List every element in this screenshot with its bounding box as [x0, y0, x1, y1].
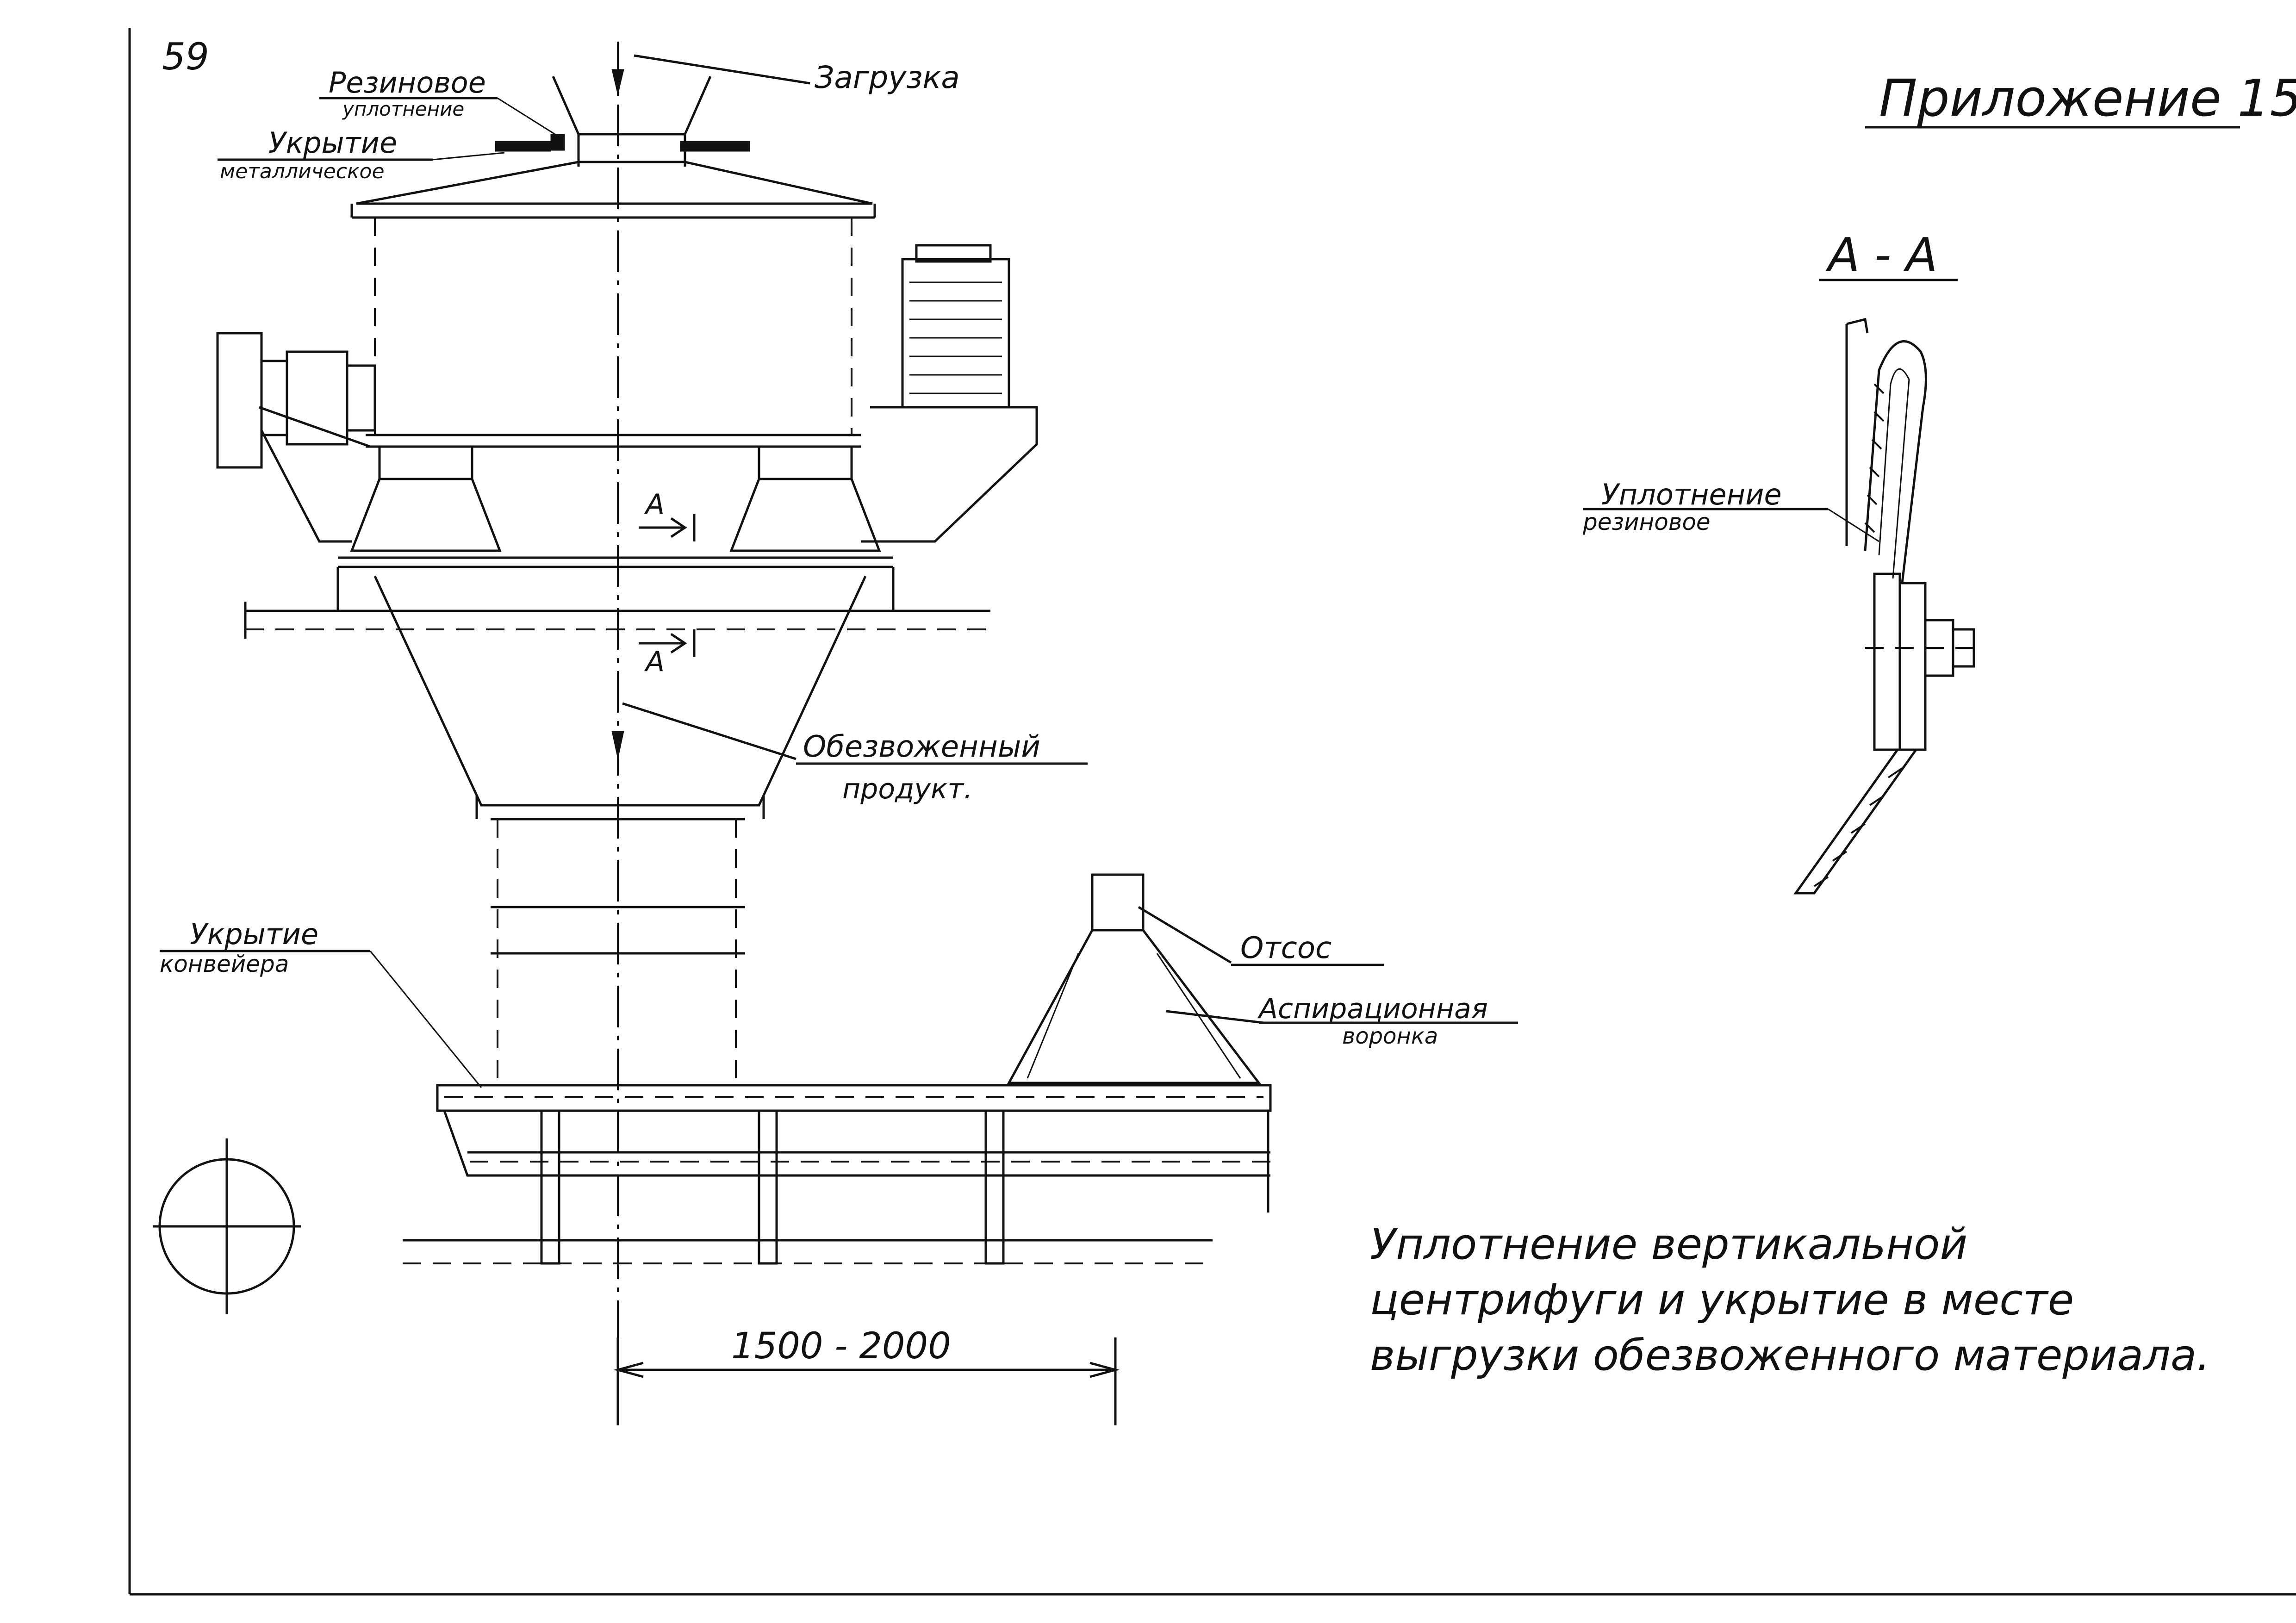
callout-conveyor-cover: Укрытие конвейера — [160, 917, 482, 1088]
sheet-number: 59 — [162, 35, 209, 78]
centrifuge-assembly: А А 1500 - 2000 — [153, 42, 1272, 1425]
caption-line2: центрифуги и укрытие в месте — [1370, 1275, 2074, 1325]
conveyor — [436, 1084, 1272, 1265]
callout-conveyor-cover-line1: Укрытие — [190, 917, 318, 951]
callout-rubber-seal-line2: уплотнение — [342, 98, 464, 120]
left-drive-motor — [216, 332, 376, 543]
callout-aspiration-line2: воронка — [1342, 1023, 1438, 1049]
callout-metal-cover-line1: Укрытие — [268, 126, 397, 160]
ground-line — [403, 1239, 1213, 1264]
caption-line1: Уплотнение вертикальной — [1370, 1219, 1967, 1269]
callout-dewatered-line1: Обезвоженный — [803, 730, 1040, 764]
caption-line3: выгрузки обезвоженного материала. — [1370, 1331, 2210, 1380]
callout-metal-cover: Укрытие металлическое — [218, 126, 505, 183]
callout-loading-text: Загрузка — [815, 60, 960, 95]
right-motor — [861, 244, 1038, 543]
center-circle-symbol — [153, 1138, 301, 1314]
callout-metal-cover-line2: металлическое — [220, 160, 385, 183]
flow-arrows — [611, 69, 624, 759]
appendix-block: Приложение 15 — [1865, 68, 2296, 129]
sheet-frame — [128, 28, 2296, 1596]
callout-section-seal-line1: Уплотнение — [1601, 478, 1782, 511]
callout-rubber-seal: Резиновое уплотнение — [319, 66, 563, 140]
callout-suction: Отсос — [1138, 906, 1384, 966]
section-arrows: А А — [639, 488, 696, 678]
section-a-a: А - А Уплотнение резиновое — [1582, 228, 1985, 895]
callout-dewatered-line2: продукт. — [842, 773, 972, 805]
drawing-caption: Уплотнение вертикальной центрифуги и укр… — [1370, 1219, 2210, 1380]
loading-funnel — [495, 75, 750, 167]
centrifuge-drum — [352, 216, 875, 448]
callout-rubber-seal-line1: Резиновое — [329, 66, 486, 99]
metal-cover — [350, 161, 876, 218]
support-frame — [336, 445, 895, 611]
callout-aspiration-funnel: Аспирационная воронка — [1166, 993, 1518, 1049]
appendix-label: Приложение 15 — [1879, 68, 2296, 128]
callout-loading: Загрузка — [634, 54, 960, 95]
discharge-cone — [373, 575, 867, 819]
section-mark-upper: А — [644, 488, 665, 521]
dimension-line: 1500 - 2000 — [613, 1325, 1120, 1425]
callout-section-seal: Уплотнение резиновое — [1582, 478, 1879, 542]
callout-suction-text: Отсос — [1240, 931, 1332, 965]
callout-aspiration-line1: Аспирационная — [1257, 993, 1488, 1025]
callouts: Резиновое уплотнение Укрытие металлическ… — [160, 54, 1518, 1088]
section-mark-lower: А — [644, 646, 665, 678]
callout-conveyor-cover-line2: конвейера — [160, 951, 289, 977]
discharge-chute — [491, 818, 745, 1083]
callout-section-seal-line2: резиновое — [1582, 509, 1711, 535]
floor-line — [244, 602, 990, 639]
section-title: А - А — [1825, 228, 1937, 282]
callout-dewatered-product: Обезвоженный продукт. — [622, 702, 1088, 805]
dimension-text: 1500 - 2000 — [731, 1325, 951, 1367]
aspiration-funnel — [1007, 873, 1262, 1084]
